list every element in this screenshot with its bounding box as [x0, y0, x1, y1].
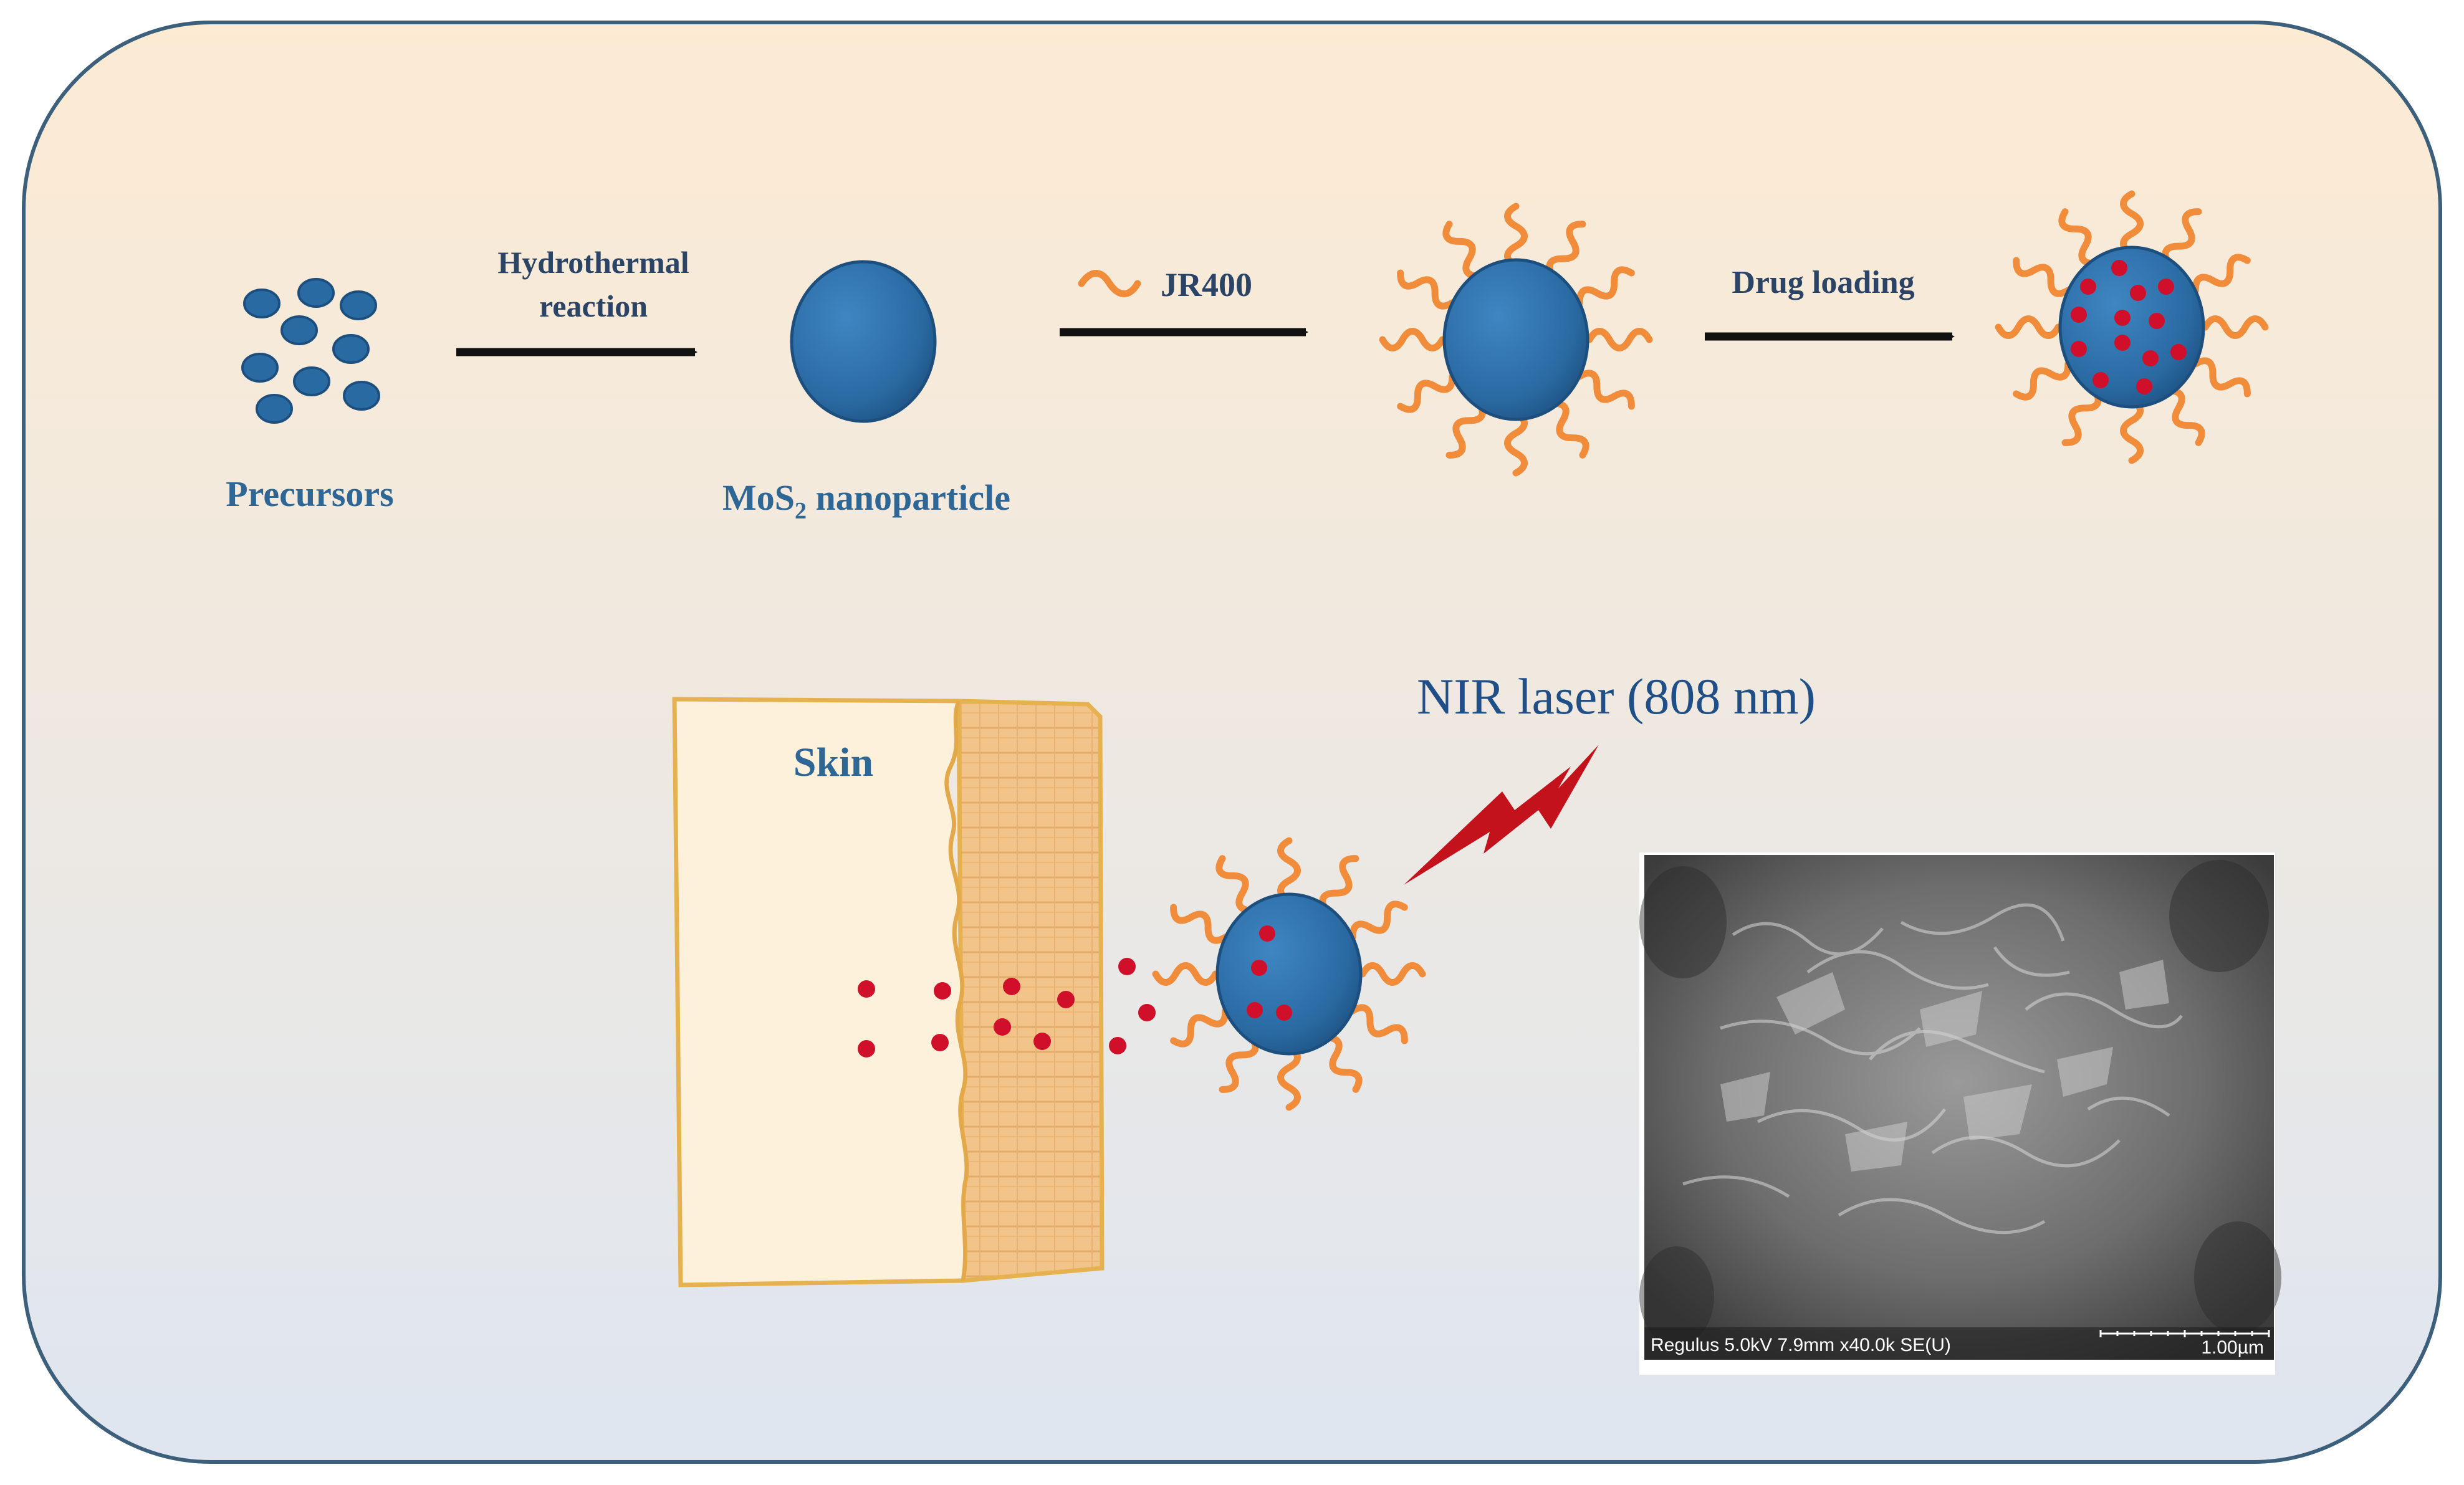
- mos2-nanoparticle: [790, 260, 937, 423]
- skin-block: [672, 697, 1105, 1287]
- jr400-ligand-icon: [1078, 270, 1141, 297]
- precursor-dots: [241, 278, 380, 424]
- drug-molecules: [2071, 260, 2187, 394]
- precursors-label: Precursors: [226, 474, 394, 514]
- sem-caption-left: Regulus 5.0kV 7.9mm x40.0k SE(U): [1651, 1335, 1951, 1355]
- scale-bar: [2099, 1330, 2270, 1337]
- nanoparticle-at-skin: [1156, 841, 1422, 1107]
- laser-bolt-icon: [1404, 745, 1599, 885]
- skin-surface-edge: [944, 700, 969, 1281]
- jr400-label: JR400: [1161, 266, 1252, 303]
- hydrothermal-label: Hydrothermal: [497, 245, 689, 280]
- sem-caption-right: 1.00µm: [2201, 1337, 2264, 1358]
- drug-loading-label: Drug loading: [1732, 265, 1914, 300]
- mos2-label: MoS2 nanoparticle: [722, 477, 1010, 524]
- skin-inner-layer: [672, 697, 969, 1287]
- drug-loaded-nanoparticle: [1998, 194, 2265, 461]
- sem-micrograph: Regulus 5.0kV 7.9mm x40.0k SE(U) 1.00µm: [1639, 852, 2281, 1375]
- reaction-label: reaction: [539, 289, 648, 323]
- released-drug-dots: [858, 958, 1156, 1058]
- jr400-coated-nanoparticle: [1383, 206, 1649, 473]
- skin-label: Skin: [793, 740, 873, 785]
- skin-outer-layer: [956, 699, 1105, 1283]
- nir-laser-label: NIR laser (808 nm): [1417, 668, 1816, 725]
